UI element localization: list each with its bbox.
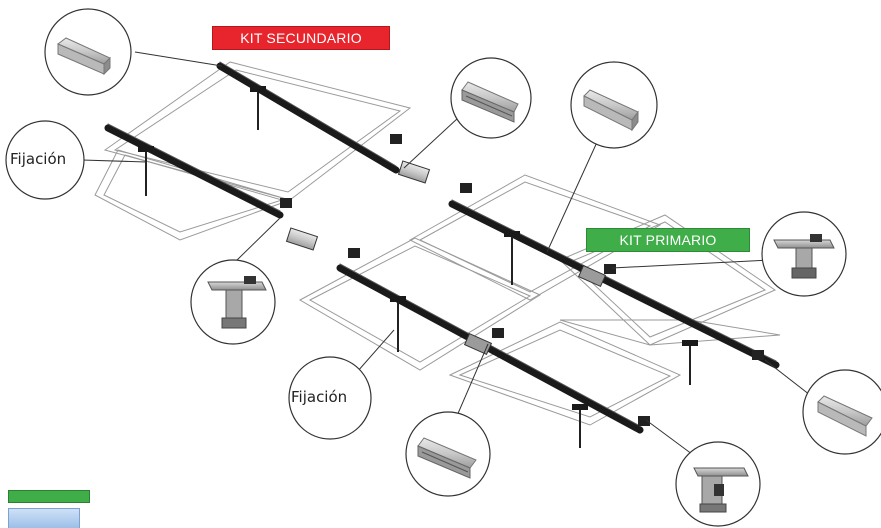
rail <box>104 124 284 219</box>
end-clamp-icon <box>207 276 267 329</box>
callout-rail-end-right <box>802 369 881 455</box>
panel <box>559 319 781 346</box>
callout-fijacion-left <box>5 120 85 200</box>
end-clamp-icon <box>693 467 749 513</box>
callout-rail-profile-top-left <box>44 8 132 96</box>
end-clamp-part <box>280 198 292 208</box>
panel <box>448 321 682 426</box>
rail <box>336 264 644 434</box>
legend-blue-swatch <box>8 508 80 528</box>
panel-group-right <box>298 174 781 426</box>
splice-profile-icon <box>461 81 519 123</box>
rail-profile-icon <box>583 89 639 132</box>
rail <box>448 200 780 369</box>
kit-secundario-label: KIT SECUNDARIO <box>212 26 390 50</box>
kit-primario-label: KIT PRIMARIO <box>586 228 750 252</box>
legend-green-swatch <box>8 490 90 503</box>
end-clamp-part <box>460 183 472 193</box>
panel <box>298 237 542 371</box>
mid-clamp-part <box>492 328 504 338</box>
callout-rail-profile-top-right <box>570 61 658 149</box>
callout-end-clamp-left <box>190 259 276 345</box>
fijacion-label-bottom: Fijación <box>291 388 348 406</box>
rail-profile-icon <box>817 395 873 437</box>
end-clamp-part <box>348 248 360 258</box>
rail-profile-icon <box>57 37 111 76</box>
rail <box>216 62 400 174</box>
end-clamp-part <box>638 416 650 426</box>
small-parts <box>280 134 764 426</box>
callout-splice-mid <box>450 57 532 139</box>
mid-clamp-part <box>604 264 616 274</box>
end-clamp-part <box>390 134 402 144</box>
splice-profile-icon <box>417 437 477 479</box>
splice-part <box>285 227 319 251</box>
callout-fijacion-bottom <box>288 356 372 440</box>
splice-part <box>397 160 431 184</box>
callout-end-clamp-bottom <box>675 441 761 527</box>
callout-mid-clamp-right <box>761 211 847 297</box>
mid-clamp-icon <box>773 234 835 279</box>
callout-splice-bottom <box>405 411 491 497</box>
panel <box>408 174 662 301</box>
posts <box>145 90 691 448</box>
fijacion-label-left: Fijación <box>10 150 67 168</box>
leader-lines <box>81 51 811 461</box>
panel <box>103 61 412 201</box>
panel <box>94 149 292 241</box>
end-clamp-part <box>752 350 764 360</box>
